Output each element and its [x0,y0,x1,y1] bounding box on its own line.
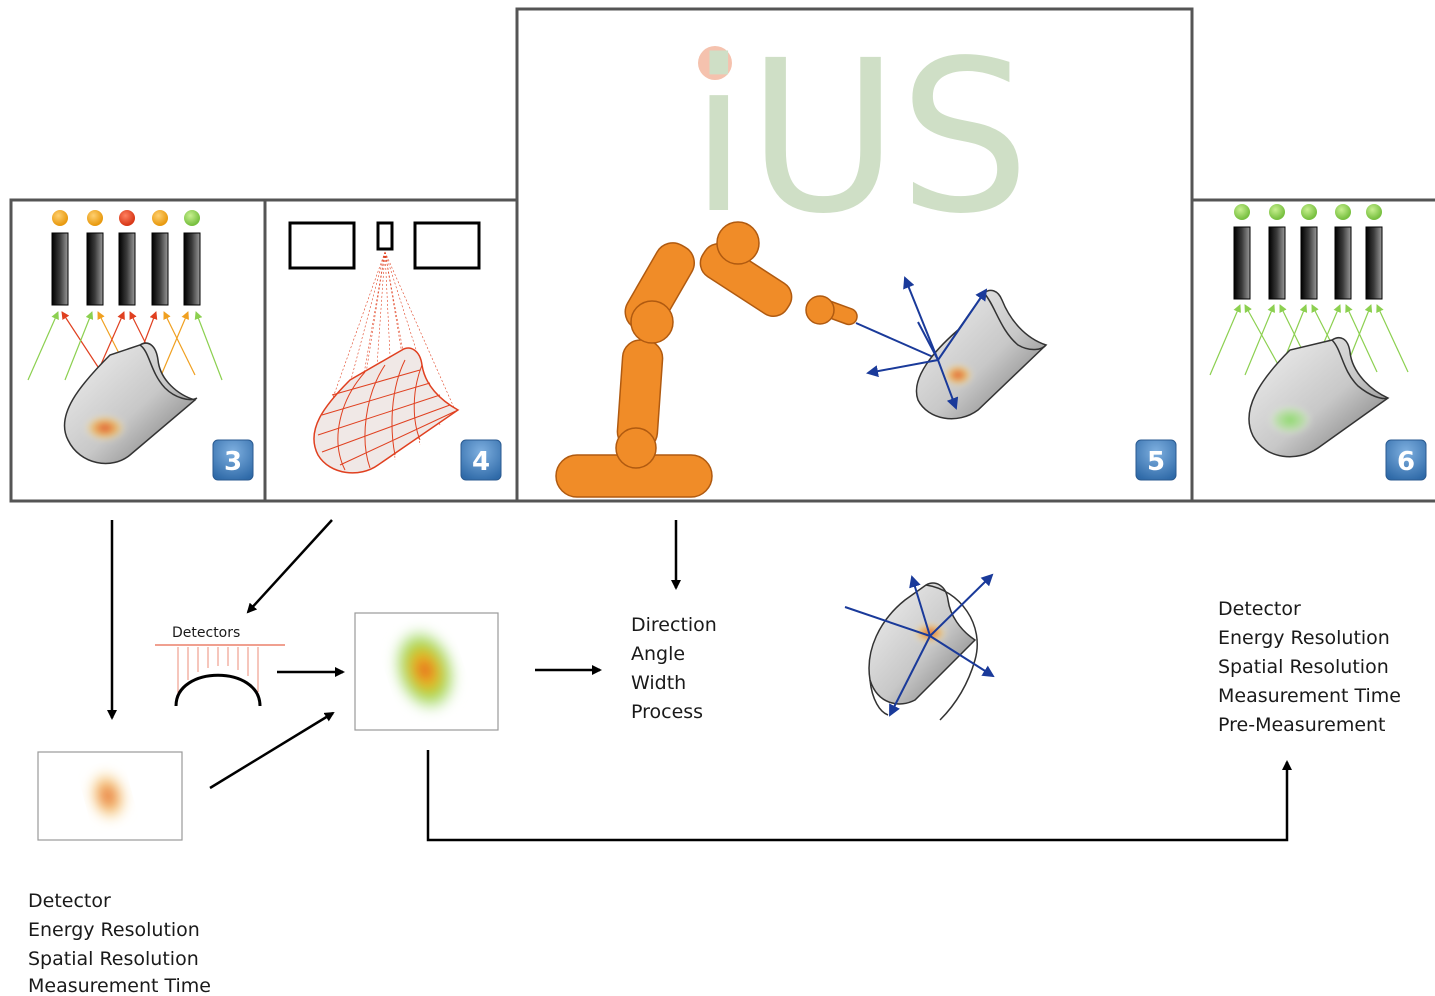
detector-bar-icon [183,232,201,306]
badge-6: 6 [1385,439,1427,481]
panel-6-frame [1190,198,1435,503]
detector-box-center [376,221,394,251]
pipe-icon-6 [1248,337,1390,458]
process-item: Width [631,672,686,694]
direction-arrows-icon [866,276,988,410]
detector-dot-orange [87,210,103,226]
panel-5: iUS 5 [555,15,1177,498]
hotspot-icon [83,414,127,442]
badge-4: 4 [460,439,502,481]
panel-6: 6 [1209,204,1427,481]
detector-bar-icon [86,232,104,306]
pipe-icon [63,342,198,465]
pipe-mesh-icon [313,347,460,474]
probe-line [855,322,941,361]
arrow-panel4-to-detectors [246,519,333,614]
right-list-item: Spatial Resolution [1218,656,1389,678]
hotspot-icon [391,626,459,714]
bottom-list-item: Measurement Time [28,975,211,996]
detectors-label: Detectors [172,625,240,641]
detector-array-6 [1233,204,1383,300]
feedback-arrow [426,750,1292,842]
arrow-smallmap-to-map [209,711,335,790]
badge-3: 3 [212,439,254,481]
hotspot-icon [87,768,129,824]
detector-bar-icon [1334,226,1352,300]
small-map [37,751,183,841]
detector-dot-orange [152,210,168,226]
logo-dot [698,46,732,80]
right-list-item: Pre-Measurement [1218,714,1386,736]
detector-dot-green [184,210,200,226]
pipe-direction-icon [844,573,995,721]
process-item: Process [631,701,703,723]
detector-bar-icon [1233,226,1251,300]
panel-4: 4 [288,221,502,481]
svg-text:5: 5 [1147,447,1165,477]
bottom-list-item: Energy Resolution [28,919,200,941]
detector-box-left [288,221,356,270]
svg-text:3: 3 [224,447,242,477]
detector-bar-icon [118,232,136,306]
process-item: Angle [631,643,685,665]
detector-dot-green [1234,204,1250,220]
ius-logo: iUS [690,15,1030,260]
right-list-item: Measurement Time [1218,685,1401,707]
detector-dot-red [119,210,135,226]
process-list: Direction Angle Width Process [631,614,717,723]
right-list-item: Energy Resolution [1218,627,1390,649]
svg-text:6: 6 [1397,447,1415,477]
workflow: Detectors [28,519,1401,996]
panel-3: 3 [27,210,254,481]
detector-bar-icon [51,232,69,306]
hotspot-icon [1268,405,1312,435]
detector-box-right [413,221,481,270]
detector-bar-icon [1268,226,1286,300]
detector-bar-icon [1365,226,1383,300]
combined-map [354,612,499,731]
detector-bar-icon [1300,226,1318,300]
bottom-list-item: Detector [28,890,111,912]
right-list: Detector Energy Resolution Spatial Resol… [1218,598,1401,736]
process-item: Direction [631,614,717,636]
detector-dot-green [1366,204,1382,220]
detector-dot-orange [52,210,68,226]
bottom-list-item: Spatial Resolution [28,948,199,970]
detector-dot-green [1301,204,1317,220]
detector-dot-green [1335,204,1351,220]
panel-frames [9,7,1435,503]
badge-5: 5 [1135,439,1177,481]
detectors-schematic: Detectors [155,625,285,707]
bottom-left-list: Detector Energy Resolution Spatial Resol… [28,890,211,996]
detector-bar-icon [151,232,169,306]
svg-text:4: 4 [472,447,490,477]
robot-arm-icon [555,221,858,498]
hotspot-icon [942,363,974,387]
detector-array-3 [51,210,201,306]
detector-dot-green [1269,204,1285,220]
right-list-item: Detector [1218,598,1301,620]
